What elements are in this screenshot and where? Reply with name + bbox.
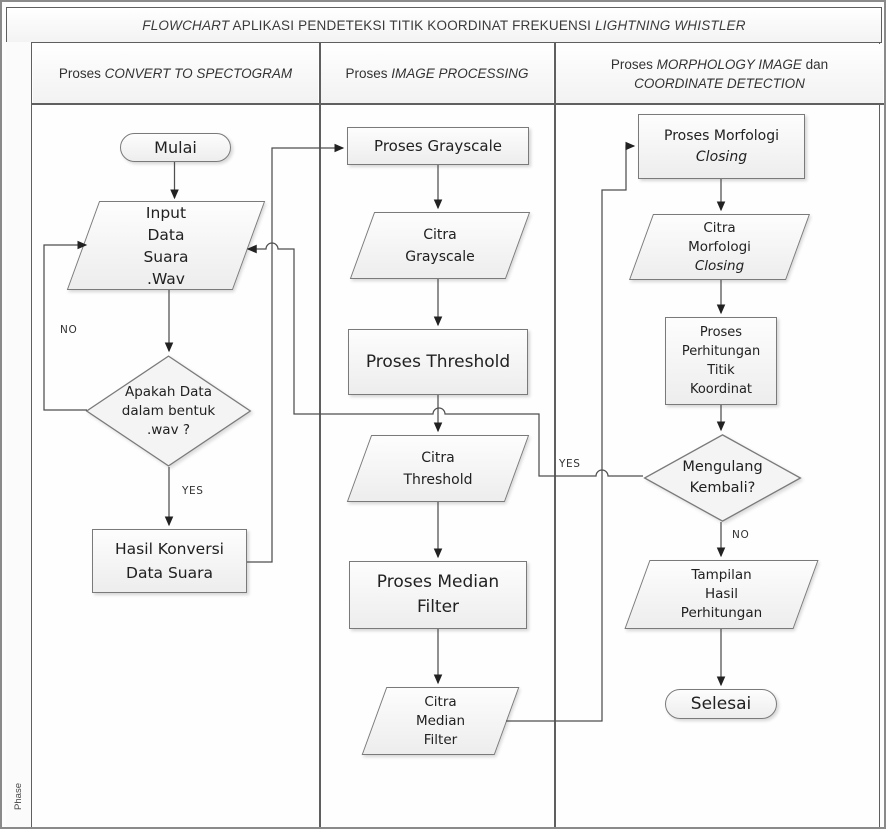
- lane-header-text-line1: Proses MORPHOLOGY IMAGE dan: [610, 56, 829, 72]
- title-part-flowchart: FLOWCHART: [142, 17, 230, 33]
- lane-header-image-processing: Proses IMAGE PROCESSING: [321, 44, 553, 103]
- terminator-shape: [120, 133, 231, 162]
- rectangle-shape: [347, 127, 529, 165]
- rectangle-shape: [349, 561, 527, 629]
- terminator-shape: [665, 689, 777, 719]
- title-part-middle: APLIKASI PENDETEKSI TITIK KOORDINAT FREK…: [229, 17, 596, 33]
- node-proses-grayscale: Proses Grayscale: [347, 127, 529, 165]
- node-selesai: Selesai: [665, 689, 777, 719]
- title-bar: FLOWCHART APLIKASI PENDETEKSI TITIK KOOR…: [6, 7, 882, 43]
- phase-strip: Phase: [6, 42, 32, 827]
- diamond-shape: [643, 434, 802, 522]
- lane-header-text: Proses IMAGE PROCESSING: [345, 66, 529, 81]
- node-label: Proses Threshold: [365, 352, 511, 372]
- rectangle-shape: [665, 317, 777, 405]
- edge-label-yes-wav: YES: [182, 485, 204, 497]
- node-mulai: Mulai: [120, 133, 231, 162]
- node-label: Proses Grayscale: [374, 137, 502, 155]
- rectangle-shape: [638, 114, 805, 179]
- node-proses-threshold: Proses Threshold: [348, 329, 528, 395]
- phase-label: Phase: [13, 783, 24, 810]
- diamond-shape: [85, 355, 252, 467]
- edge-label-yes-ulang: YES: [559, 458, 581, 470]
- node-label: Selesai: [690, 694, 752, 714]
- title-part-whistler: LIGHTNING WHISTLER: [595, 17, 746, 33]
- lane-header-morphology-coordinate: Proses MORPHOLOGY IMAGE dan COORDINATE D…: [556, 44, 883, 103]
- rectangle-shape: [92, 529, 247, 593]
- lane-header-convert-to-spectogram: Proses CONVERT TO SPECTOGRAM: [33, 44, 318, 103]
- lane-divider-1: [319, 42, 321, 827]
- lane-header-text-line2: COORDINATE DETECTION: [634, 75, 805, 91]
- edge-label-no-ulang: NO: [732, 529, 750, 541]
- lane-divider-2: [554, 42, 556, 827]
- edge-label-no-wav: NO: [60, 324, 78, 336]
- node-label: Mulai: [154, 138, 197, 157]
- lane-header-text: Proses CONVERT TO SPECTOGRAM: [58, 66, 293, 81]
- lane-header-divider: [32, 103, 884, 105]
